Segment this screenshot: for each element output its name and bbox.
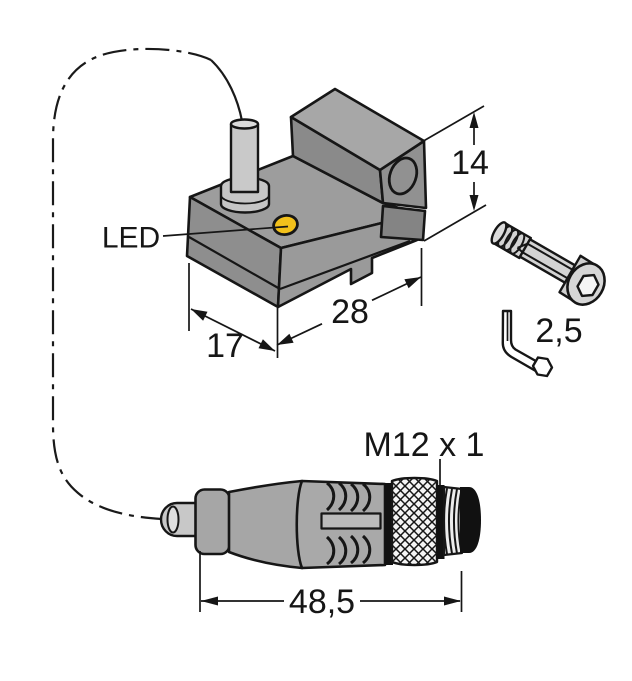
m12-connector (159, 476, 481, 570)
screw-tip (490, 221, 508, 245)
allen-key-tip (531, 356, 554, 378)
thread-size-label: M12 x 1 (364, 426, 485, 464)
dimension-height: 14 (419, 105, 489, 242)
cable-solid-lead (210, 59, 244, 122)
arrowhead-lower-left (277, 333, 294, 345)
thread-line (443, 488, 448, 555)
cable-gland (219, 118, 271, 214)
dimension-length-label: 28 (331, 293, 369, 331)
cable-gland-stem-top (229, 118, 260, 130)
dimension-length: 28 (276, 248, 423, 358)
dimension-connector-length: 48,5 (199, 551, 463, 621)
allen-key: 2,5 (501, 309, 583, 378)
dimension-width: 17 (188, 263, 276, 365)
sensor-body (185, 87, 428, 309)
grip-rib (361, 482, 372, 513)
cable-gland-collar-ring (220, 194, 270, 205)
extension-tick-top (419, 105, 485, 144)
grip-rib (325, 535, 336, 566)
thread-callout: M12 x 1 (364, 426, 485, 485)
grip-rib (337, 481, 348, 512)
led-leader-line (162, 225, 289, 237)
connector-knurl-nut (390, 476, 439, 567)
mounting-screw (490, 221, 606, 306)
connector-end-cap (460, 487, 481, 553)
extension-tick-bottom (423, 204, 487, 242)
led-indicator: LED (102, 213, 299, 255)
connector-ring-left (384, 483, 393, 565)
grip-rib (349, 534, 360, 565)
screw-flat-notch (516, 247, 524, 254)
screw-flat-notch (517, 242, 528, 249)
connector-boot (194, 488, 231, 556)
screw-flat-edge (521, 251, 569, 280)
grip-ribs (325, 481, 372, 566)
screw-flat-edge (526, 242, 574, 271)
arrowhead-lower-right (258, 339, 275, 351)
connector-grip-panel (320, 512, 382, 530)
screw-shaft (518, 238, 577, 284)
screw-thread-ring (503, 228, 520, 252)
sensor-lower-slab-end (379, 204, 427, 242)
arrowhead-upper-left (191, 309, 208, 321)
grip-rib (325, 481, 336, 512)
thread-line (453, 488, 458, 554)
arrowhead-upper-right (404, 277, 421, 289)
arrowhead-left (201, 596, 218, 606)
arrowhead-right (444, 596, 461, 606)
mounting-hole (387, 156, 419, 196)
dimension-height-label: 14 (451, 144, 489, 182)
screw-hex-socket (576, 273, 600, 298)
grip-rib (361, 534, 372, 565)
connector-ring-right (436, 485, 445, 559)
connector-cable-tip (166, 505, 180, 534)
led-label: LED (102, 222, 160, 255)
cable-dashed-loop (51, 47, 244, 521)
thread-line (448, 488, 453, 554)
sensor-seam-line-right (279, 239, 411, 291)
grip-rib (349, 482, 360, 513)
connector-cone (227, 479, 304, 570)
arrowhead-down (469, 195, 479, 211)
hex-key-size-label: 2,5 (535, 312, 582, 350)
dimension-width-label: 17 (206, 327, 244, 365)
dimension-connector-length-label: 48,5 (289, 583, 355, 621)
arrowhead-up (469, 112, 479, 128)
sensor-seam-line-left (188, 236, 281, 290)
grip-rib (337, 535, 348, 566)
cable-gland-stem (229, 122, 260, 194)
